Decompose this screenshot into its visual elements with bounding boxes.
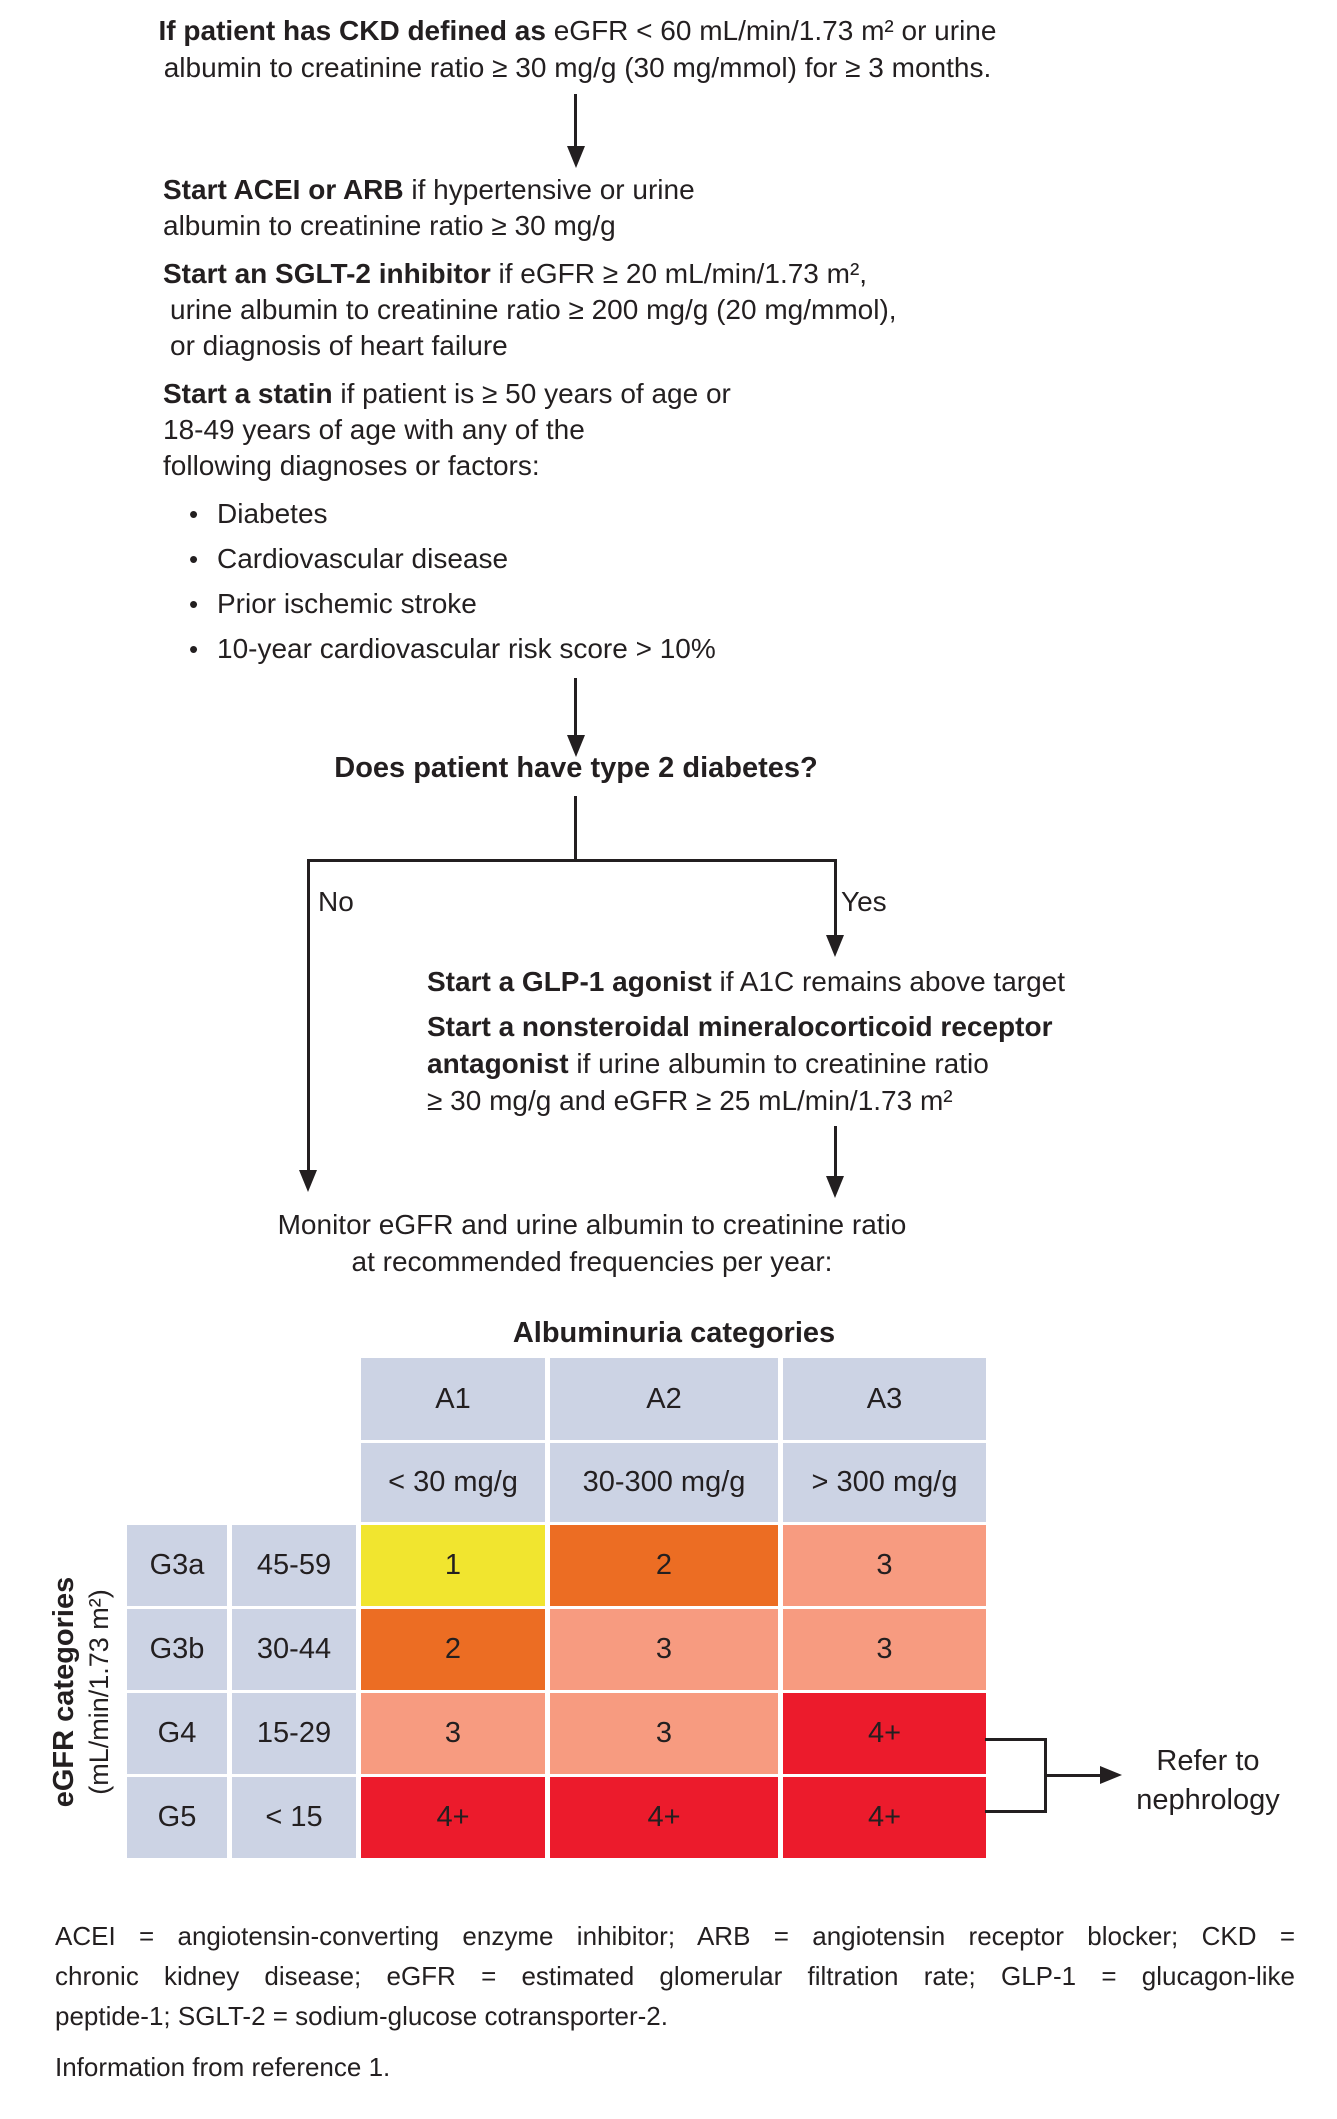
flow-line-intro-to-treatment bbox=[574, 94, 577, 148]
monitor-statement: Monitor eGFR and urine albumin to creati… bbox=[277, 1209, 907, 1277]
column-header-a2: A2 bbox=[550, 1358, 778, 1440]
mra-recommendation: Start a nonsteroidal mineralocorticoid r… bbox=[427, 1011, 1053, 1116]
arrow-down-icon bbox=[826, 1176, 844, 1198]
row-range-g5: < 15 bbox=[232, 1777, 356, 1858]
egfr-categories-axis-label: eGFR categories (mL/min/1.73 m²) bbox=[48, 1576, 114, 1808]
row-header-g5: G5 bbox=[127, 1777, 227, 1858]
flow-line-yes-to-monitor bbox=[834, 1126, 837, 1178]
ckd-definition-line2: albumin to creatinine ratio ≥ 30 mg/g (3… bbox=[163, 52, 992, 83]
source-note: Information from reference 1. bbox=[55, 2052, 391, 2082]
column-range-a3: > 300 mg/g bbox=[783, 1443, 986, 1522]
table-cell: 3 bbox=[550, 1609, 778, 1690]
glp1-recommendation: Start a GLP-1 agonist if A1C remains abo… bbox=[427, 966, 1066, 997]
table-cell: 4+ bbox=[783, 1777, 986, 1858]
yes-branch-label: Yes bbox=[841, 886, 887, 917]
table-cell: 4+ bbox=[550, 1777, 778, 1858]
ckd-definition-line1: If patient has CKD defined as eGFR < 60 … bbox=[158, 15, 997, 46]
table-cell: 1 bbox=[361, 1525, 545, 1606]
diabetes-yes-actions: Start a GLP-1 agonist if A1C remains abo… bbox=[427, 964, 1065, 1119]
sglt2-recommendation: Start an SGLT-2 inhibitor if eGFR ≥ 20 m… bbox=[163, 258, 897, 361]
row-header-g3b: G3b bbox=[127, 1609, 227, 1690]
row-range-g4: 15-29 bbox=[232, 1693, 356, 1774]
refer-arrow-line bbox=[1044, 1774, 1102, 1777]
branch-horizontal-line bbox=[307, 859, 837, 862]
table-cell: 3 bbox=[783, 1525, 986, 1606]
abbreviation-footnote: ACEI = angiotensin-converting enzyme inh… bbox=[55, 1921, 1295, 2031]
refer-bracket-bottom-line bbox=[985, 1810, 1047, 1813]
no-branch-line bbox=[307, 859, 310, 1172]
flow-line-treatment-to-question bbox=[574, 678, 577, 735]
column-header-a1: A1 bbox=[361, 1358, 545, 1440]
column-range-a2: 30-300 mg/g bbox=[550, 1443, 778, 1522]
branch-stem-line bbox=[574, 796, 577, 860]
arrow-down-icon bbox=[826, 935, 844, 957]
yes-branch-line bbox=[834, 859, 837, 937]
list-item: Diabetes bbox=[163, 496, 897, 532]
table-cell: 2 bbox=[550, 1525, 778, 1606]
table-cell: 3 bbox=[550, 1693, 778, 1774]
list-item: Prior ischemic stroke bbox=[163, 586, 897, 622]
risk-factor-list: Diabetes Cardiovascular disease Prior is… bbox=[163, 496, 897, 667]
arrow-right-icon bbox=[1100, 1766, 1122, 1784]
table-cell: 3 bbox=[783, 1609, 986, 1690]
table-cell: 2 bbox=[361, 1609, 545, 1690]
list-item: Cardiovascular disease bbox=[163, 541, 897, 577]
risk-frequency-table: A1 A2 A3 < 30 mg/g 30-300 mg/g > 300 mg/… bbox=[127, 1358, 986, 1858]
list-item: 10-year cardiovascular risk score > 10% bbox=[163, 631, 897, 667]
treatment-recommendations: Start ACEI or ARB if hypertensive or uri… bbox=[163, 172, 897, 676]
row-range-g3a: 45-59 bbox=[232, 1525, 356, 1606]
row-range-g3b: 30-44 bbox=[232, 1609, 356, 1690]
albuminuria-categories-title: Albuminuria categories bbox=[512, 1317, 836, 1349]
arrow-down-icon bbox=[567, 146, 585, 168]
table-cell: 3 bbox=[361, 1693, 545, 1774]
row-header-g3a: G3a bbox=[127, 1525, 227, 1606]
table-cell: 4+ bbox=[361, 1777, 545, 1858]
arrow-down-icon bbox=[299, 1170, 317, 1192]
ckd-definition-text: If patient has CKD defined as eGFR < 60 … bbox=[95, 12, 1060, 86]
acei-recommendation: Start ACEI or ARB if hypertensive or uri… bbox=[163, 174, 695, 241]
statin-recommendation: Start a statin if patient is ≥ 50 years … bbox=[163, 378, 731, 481]
arrow-down-icon bbox=[567, 735, 585, 757]
table-cell: 4+ bbox=[783, 1693, 986, 1774]
refer-bracket-top-line bbox=[985, 1738, 1047, 1741]
row-header-g4: G4 bbox=[127, 1693, 227, 1774]
column-header-a3: A3 bbox=[783, 1358, 986, 1440]
column-range-a1: < 30 mg/g bbox=[361, 1443, 545, 1522]
diabetes-question: Does patient have type 2 diabetes? bbox=[334, 752, 818, 784]
refer-to-nephrology-label: Refer to nephrology bbox=[1136, 1745, 1280, 1816]
no-branch-label: No bbox=[318, 886, 354, 917]
